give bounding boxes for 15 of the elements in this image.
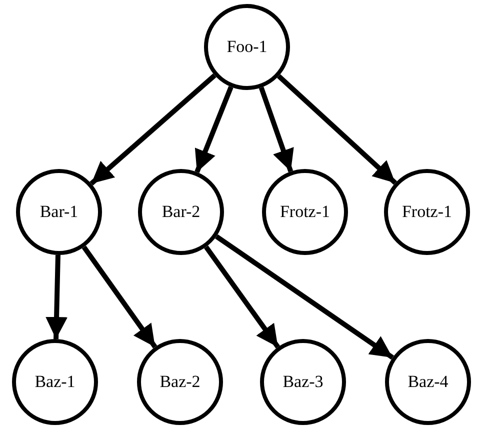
node-label: Baz-3 bbox=[282, 371, 324, 393]
node-label: Bar-2 bbox=[162, 201, 200, 223]
node-label: Frotz-1 bbox=[280, 201, 330, 223]
node-label: Baz-2 bbox=[160, 371, 200, 393]
arrow bbox=[204, 245, 280, 349]
arrow bbox=[82, 246, 158, 348]
arrow bbox=[90, 73, 216, 186]
node-label: Baz-1 bbox=[34, 371, 76, 393]
arrow bbox=[215, 234, 394, 360]
arrow bbox=[46, 254, 68, 340]
node-label: Frotz-1 bbox=[402, 201, 452, 223]
node-label: Bar-1 bbox=[40, 201, 78, 223]
arrow bbox=[277, 74, 397, 185]
node-label: Foo-1 bbox=[226, 36, 268, 58]
node-label: Baz-4 bbox=[408, 371, 448, 393]
